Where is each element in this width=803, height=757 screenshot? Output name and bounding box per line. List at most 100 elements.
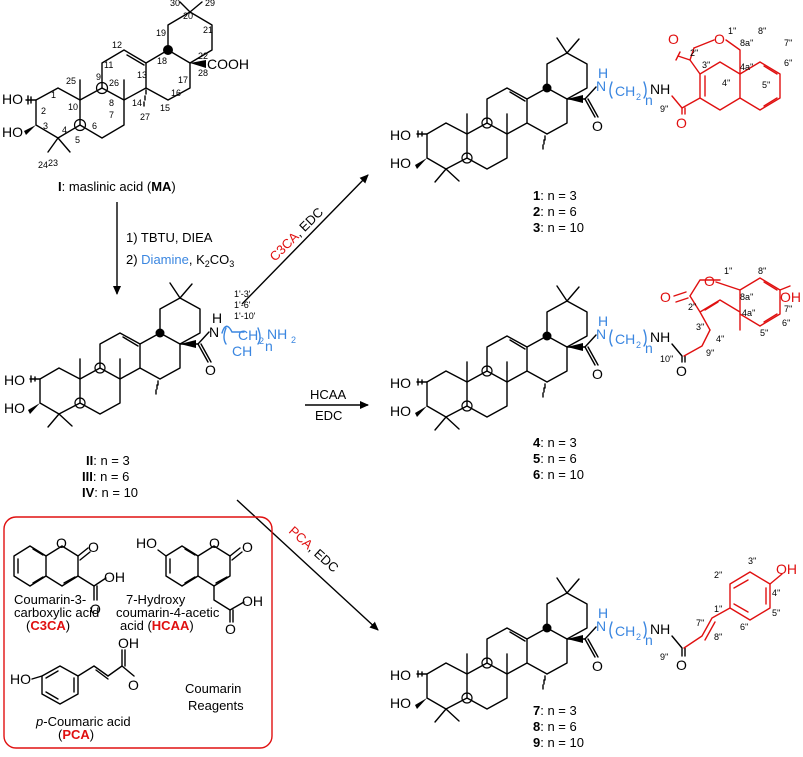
svg-text:5'': 5'' bbox=[762, 80, 771, 90]
svg-text:8'': 8'' bbox=[758, 26, 767, 36]
svg-text:6: n = 10: 6: n = 10 bbox=[533, 467, 584, 482]
svg-text:O: O bbox=[128, 677, 139, 693]
svg-text:30: 30 bbox=[170, 0, 180, 8]
svg-text:HO: HO bbox=[4, 372, 25, 388]
svg-text:1'-10': 1'-10' bbox=[234, 311, 256, 321]
svg-text:22: 22 bbox=[198, 51, 208, 61]
svg-text:HO: HO bbox=[10, 671, 31, 687]
svg-text:NH: NH bbox=[650, 621, 670, 637]
svg-text:3'': 3'' bbox=[702, 60, 711, 70]
svg-text:O: O bbox=[660, 289, 671, 305]
svg-text:CH: CH bbox=[232, 343, 252, 359]
svg-text:9'': 9'' bbox=[660, 104, 669, 114]
svg-text:16: 16 bbox=[171, 88, 181, 98]
pca-abbr: (PCA) bbox=[58, 727, 94, 742]
svg-text:8a'': 8a'' bbox=[740, 292, 754, 302]
svg-text:CH: CH bbox=[615, 83, 635, 99]
svg-text:OH: OH bbox=[104, 569, 125, 585]
svg-text:O: O bbox=[704, 273, 715, 289]
reagents-box bbox=[3, 516, 273, 749]
hcaa-coupling: EDC bbox=[315, 408, 342, 423]
hcaa-reagent-structure: HO O O OH O bbox=[136, 535, 263, 637]
svg-text:O: O bbox=[205, 362, 216, 378]
svg-text:HO: HO bbox=[390, 127, 411, 143]
svg-text:1'': 1'' bbox=[724, 266, 733, 276]
hcaa-label: HCAA bbox=[310, 387, 346, 402]
svg-text:9'': 9'' bbox=[660, 652, 669, 662]
pca-arrow bbox=[236, 499, 379, 631]
svg-text:5'': 5'' bbox=[760, 328, 769, 338]
svg-text:4'': 4'' bbox=[722, 78, 731, 88]
c3ca-name-2: carboxylic acid bbox=[14, 605, 99, 620]
svg-text:OH: OH bbox=[242, 593, 263, 609]
svg-text:HO: HO bbox=[390, 375, 411, 391]
svg-text:HO: HO bbox=[390, 695, 411, 711]
product-hcaa-caption: 4: n = 3 5: n = 6 6: n = 10 bbox=[533, 435, 584, 482]
svg-text:28: 28 bbox=[198, 68, 208, 78]
svg-text:1'': 1'' bbox=[728, 26, 737, 36]
product-pca-structure: HO HO O N H CH 2 n NH O OH 3'' 2'' 1'' 4… bbox=[390, 556, 797, 723]
svg-text:27: 27 bbox=[140, 112, 150, 122]
step1-line2: 2) Diamine, K2CO3 bbox=[126, 252, 234, 269]
svg-text:O: O bbox=[592, 658, 603, 674]
intermediate-structure: HO HO O N H CH CH 2 n NH 2 1'-3' 1'-6' 1… bbox=[4, 282, 296, 428]
svg-text:O: O bbox=[88, 539, 99, 555]
svg-text:O: O bbox=[592, 366, 603, 382]
product-c3ca-caption: 1: n = 3 2: n = 6 3: n = 10 bbox=[533, 188, 584, 235]
svg-text:4a'': 4a'' bbox=[740, 62, 754, 72]
svg-text:6'': 6'' bbox=[784, 58, 793, 68]
svg-text:HO: HO bbox=[4, 400, 25, 416]
cooh: COOH bbox=[207, 56, 249, 72]
svg-text:O: O bbox=[242, 539, 253, 555]
svg-text:HO: HO bbox=[390, 667, 411, 683]
svg-text:3'': 3'' bbox=[748, 556, 757, 566]
c3ca-label: C3CA, EDC bbox=[267, 204, 327, 264]
svg-text:OH: OH bbox=[776, 561, 797, 577]
c3ca-arrow bbox=[241, 174, 369, 305]
svg-text:n: n bbox=[645, 632, 653, 648]
svg-text:4a'': 4a'' bbox=[742, 308, 756, 318]
pca-name: p-Coumaric acid bbox=[35, 714, 131, 729]
svg-text:2: 2 bbox=[41, 106, 46, 116]
svg-text:10: 10 bbox=[68, 102, 78, 112]
hcaa-name-2: coumarin-4-acetic bbox=[116, 605, 220, 620]
svg-text:H: H bbox=[598, 605, 608, 621]
svg-text:23: 23 bbox=[48, 158, 58, 168]
product-hcaa-structure: HO HO O N H CH 2 n NH O O O OH 1'' 2'' 3… bbox=[390, 266, 801, 431]
svg-text:15: 15 bbox=[160, 103, 170, 113]
svg-text:7: n = 3: 7: n = 3 bbox=[533, 703, 577, 718]
svg-text:O: O bbox=[225, 621, 236, 637]
svg-text:6'': 6'' bbox=[740, 622, 749, 632]
svg-text:4'': 4'' bbox=[716, 334, 725, 344]
ho-3: HO bbox=[2, 124, 23, 140]
svg-text:n: n bbox=[645, 340, 653, 356]
legend-title-2: Reagents bbox=[188, 698, 244, 713]
svg-text:9: n = 10: 9: n = 10 bbox=[533, 735, 584, 750]
c3ca-abbr: (C3CA) bbox=[26, 618, 70, 633]
svg-text:3'': 3'' bbox=[696, 322, 705, 332]
svg-text:n: n bbox=[265, 338, 273, 354]
svg-text:O: O bbox=[90, 601, 101, 617]
svg-text:1: 1 bbox=[51, 90, 56, 100]
svg-text:9: 9 bbox=[96, 72, 101, 82]
svg-text:NH: NH bbox=[650, 329, 670, 345]
svg-text:12: 12 bbox=[112, 40, 122, 50]
svg-text:O: O bbox=[676, 115, 687, 131]
ho-2: HO bbox=[2, 91, 23, 107]
svg-text:14: 14 bbox=[132, 98, 142, 108]
product-c3ca-structure: HO HO O N H CH 2 n NH O O O 1'' 2'' 3'' … bbox=[390, 26, 793, 183]
svg-text:13: 13 bbox=[137, 70, 147, 80]
svg-text:CH: CH bbox=[238, 327, 258, 343]
legend-title-1: Coumarin bbox=[185, 681, 241, 696]
svg-text:11: 11 bbox=[104, 60, 113, 70]
svg-text:O: O bbox=[592, 118, 603, 134]
svg-text:2: 2 bbox=[259, 336, 264, 346]
svg-text:19: 19 bbox=[156, 28, 166, 38]
svg-text:O: O bbox=[714, 31, 725, 47]
maslinic-acid-structure: HO HO COOH 1 2 3 4 5 6 7 8 9 10 11 12 13… bbox=[2, 0, 249, 170]
svg-text:n: n bbox=[645, 92, 653, 108]
svg-text:17: 17 bbox=[178, 75, 188, 85]
pca-reagent-structure: HO OH O bbox=[10, 635, 139, 705]
svg-text:IV: n = 10: IV: n = 10 bbox=[82, 485, 138, 500]
